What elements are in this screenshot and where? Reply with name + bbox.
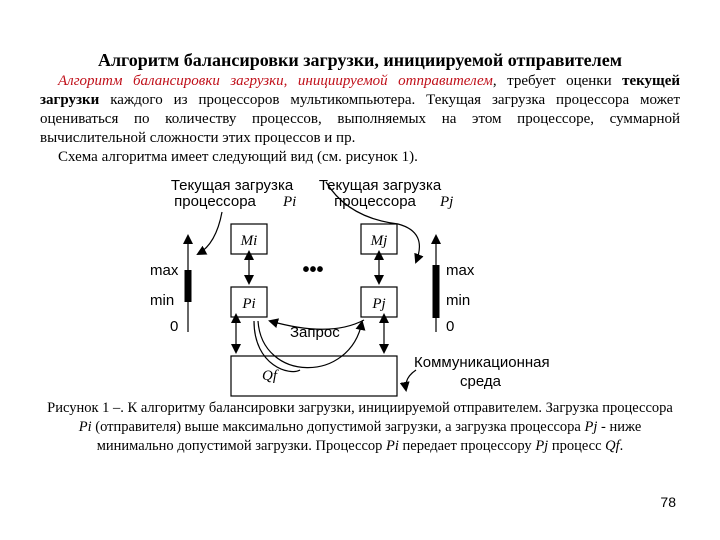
intro-paragraph: Алгоритм балансировки загрузки, иницииру… <box>40 72 680 148</box>
comm-medium-label-line2: среда <box>460 373 502 390</box>
caption-pj-2: Pj <box>535 438 549 454</box>
caption-pj: Pj <box>584 419 598 435</box>
caption-text-5: процесс <box>548 438 606 454</box>
caption-pi: Pi <box>78 419 92 435</box>
transfer-arc-outer <box>257 320 366 369</box>
caption-text-1: К алгоритму балансировки загрузки, иници… <box>123 400 673 416</box>
left-load-label-line1: Текущая загрузка <box>171 177 294 194</box>
left-max-label: max <box>150 262 179 279</box>
request-label: Запрос <box>290 324 340 341</box>
processor-pi-box <box>230 286 268 318</box>
left-zero-label: 0 <box>170 318 178 335</box>
communication-medium-box <box>230 355 398 397</box>
caption-lead: Рисунок 1 –. <box>47 400 124 416</box>
caption-qf: Qf <box>605 438 620 454</box>
more-processors-dots: ••• <box>302 259 323 281</box>
caption-text-2: (отправителя) выше максимально допустимо… <box>91 419 585 435</box>
caption-text-6: . <box>619 438 624 454</box>
slide-title: Алгоритм балансировки загрузки, иницииру… <box>97 50 623 70</box>
processor-pj-box <box>360 286 398 318</box>
left-load-label-pi: Pi <box>282 194 296 210</box>
caption-text-4: передает процессору <box>398 438 536 454</box>
right-zero-label: 0 <box>446 318 454 335</box>
caption-text-3: - ниже минимально допустимой загрузки. П… <box>96 419 642 454</box>
comm-medium-pointer-arrow <box>399 369 417 392</box>
algorithm-term: Алгоритм балансировки загрузки, иницииру… <box>58 73 493 89</box>
left-min-label: min <box>150 292 174 309</box>
processor-pi-label: Pi <box>241 296 255 312</box>
left-load-label-line2: процессора <box>174 193 256 210</box>
left-label-pointer-arrow <box>196 211 223 255</box>
right-load-label-line2: процессора <box>334 193 416 210</box>
right-label-pointer-arrow <box>325 181 424 264</box>
memory-mi-label: Mi <box>240 233 258 249</box>
scheme-paragraph: Схема алгоритма имеет следующий вид (см.… <box>58 149 418 165</box>
right-load-label-line1: Текущая загрузка <box>319 177 442 194</box>
current-load-term: текущей загрузки <box>40 73 680 108</box>
right-load-label-pj: Pj <box>439 194 453 210</box>
memory-mj-box <box>360 223 398 255</box>
page-number: 78 <box>660 494 676 510</box>
figure-caption: Рисунок 1 –. К алгоритму балансировки за… <box>40 399 680 456</box>
intro-text-1: , требует оценки <box>492 73 623 89</box>
caption-pi-2: Pi <box>386 438 399 454</box>
processor-pj-label: Pj <box>371 296 385 312</box>
process-qf-label: Qf <box>262 368 279 384</box>
right-min-label: min <box>446 292 470 309</box>
intro-text-2: каждого из процессоров мультикомпьютера.… <box>40 92 680 146</box>
right-max-label: max <box>446 262 475 279</box>
transfer-arc-inner <box>253 320 301 373</box>
memory-mj-label: Mj <box>370 233 388 249</box>
comm-medium-label-line1: Коммуникационная <box>414 354 550 371</box>
